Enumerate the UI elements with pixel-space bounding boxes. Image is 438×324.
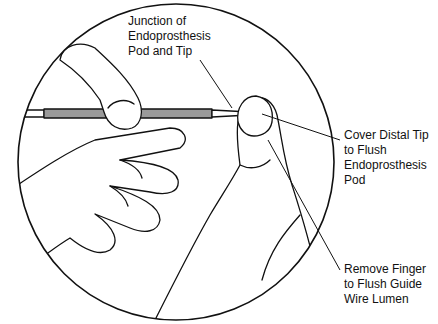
right-hand [150, 98, 330, 324]
callout-label: Junction of Endoprosthesis Pod and Tip [128, 14, 220, 59]
leader-line [262, 114, 340, 140]
leader-line [200, 60, 232, 108]
magnifier-circle [18, 4, 334, 320]
callout-label: Remove Finger to Flush Guide Wire Lumen [344, 262, 434, 307]
left-hand [0, 128, 185, 290]
catheter-shaft [0, 110, 44, 117]
leader-line [268, 140, 340, 270]
callout-label: Cover Distal Tip to Flush Endoprosthesis… [344, 128, 432, 188]
